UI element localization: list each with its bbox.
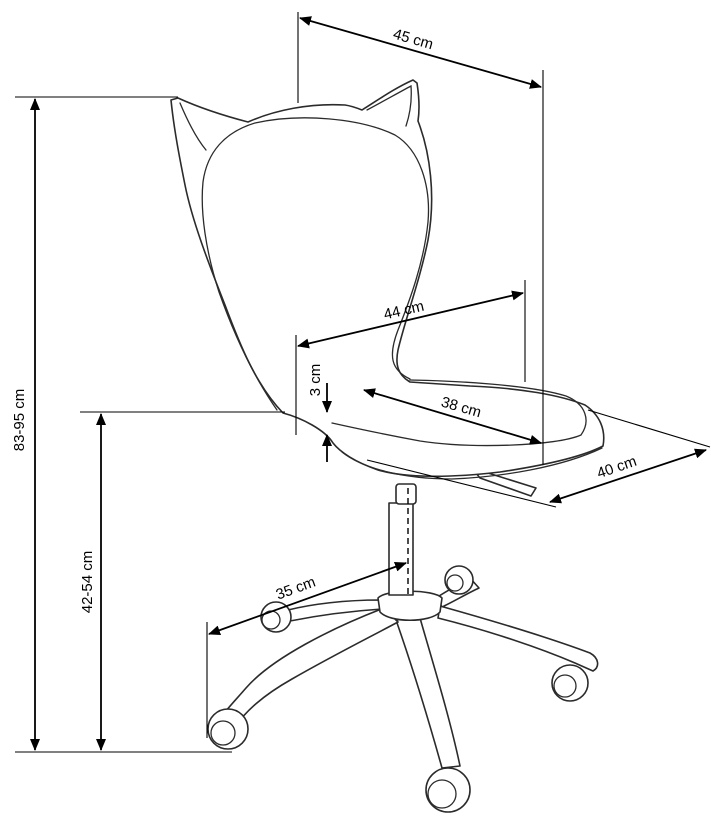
dimension-seat-height: 42-54 cm [79, 411, 285, 751]
gas-lift-cap [395, 483, 417, 505]
base-leg-front-left [216, 607, 399, 730]
chair-base [207, 565, 599, 813]
left-ear-inner [179, 102, 207, 151]
dimension-label-seat-thickness: 3 cm [307, 364, 324, 397]
base-leg-front [395, 617, 461, 769]
dimension-label-seat-height: 42-54 cm [79, 551, 96, 614]
extension-line [366, 459, 557, 508]
chair-shell-outline [170, 79, 605, 478]
gas-lift-cylinder [388, 502, 414, 596]
dimension-line [297, 290, 524, 349]
dimension-label-total-height: 83-95 cm [11, 389, 28, 452]
dimension-line [299, 16, 542, 89]
dimension-line [208, 562, 407, 635]
extension-line [587, 409, 711, 448]
gas-lift [388, 483, 417, 596]
dimension-total-height: 83-95 cm [11, 96, 232, 753]
wheel-front [425, 767, 471, 813]
backrest-and-seat [170, 79, 605, 480]
wheel-front-left [207, 708, 249, 750]
dimension-label-backrest-width: 45 cm [391, 26, 435, 54]
dimension-label-seat-depth-total: 40 cm [595, 453, 639, 482]
dimension-line [549, 448, 707, 504]
wheel-back-right [444, 565, 474, 595]
dimension-line [363, 388, 542, 445]
dimension-label-base-radius: 35 cm [274, 574, 318, 604]
wheel-right [551, 664, 589, 702]
dimension-backrest-width: 45 cm [297, 12, 544, 465]
base-leg-right [437, 605, 599, 672]
dimension-seat-thickness: 3 cm [307, 364, 332, 462]
